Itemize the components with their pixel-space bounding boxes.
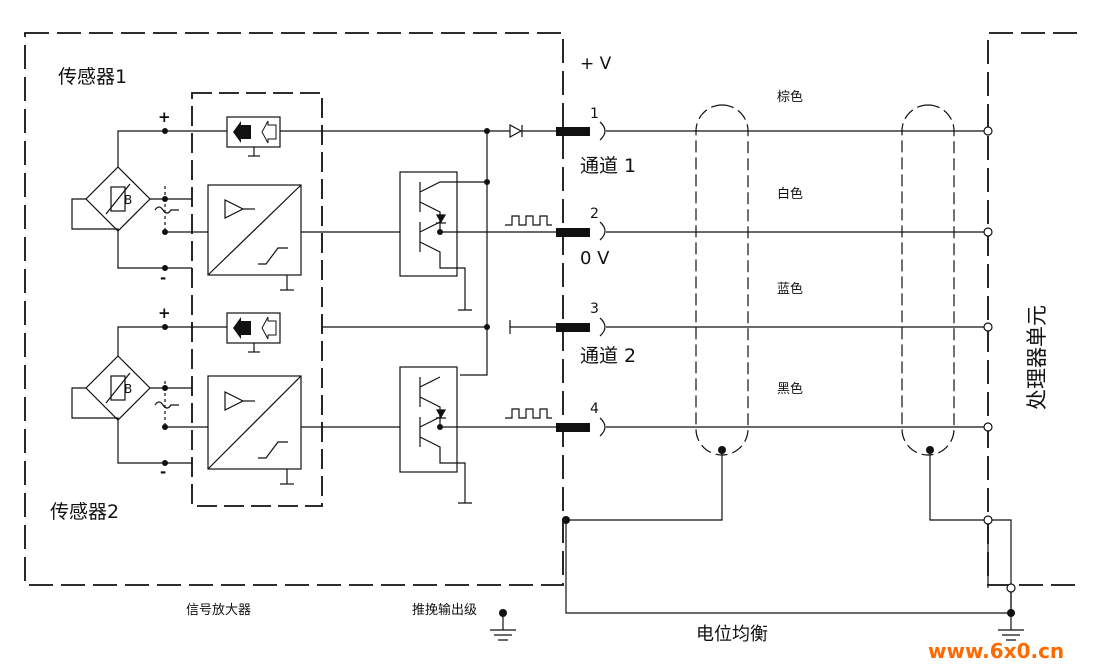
pin-3-label: 3 bbox=[590, 301, 599, 317]
sensor-1-label: 传感器1 bbox=[58, 66, 127, 88]
wire-brown-label: 棕色 bbox=[777, 89, 803, 105]
sensor-2-label: 传感器2 bbox=[50, 501, 119, 523]
sensor-boundary bbox=[24, 32, 564, 586]
channel-2-label: 通道 2 bbox=[580, 345, 636, 367]
wire-white-label: 白色 bbox=[777, 186, 803, 202]
minus-1-label: - bbox=[160, 269, 166, 287]
bridge-1-b: B bbox=[124, 193, 132, 207]
pin-1-label: 1 bbox=[590, 106, 599, 122]
amplifier-boundary bbox=[191, 92, 323, 507]
plus-v-label: + V bbox=[580, 54, 612, 74]
cable-shield-2 bbox=[901, 104, 955, 456]
wire-black-label: 黑色 bbox=[777, 381, 803, 397]
zero-v-label: 0 V bbox=[580, 248, 610, 269]
pin-2-label: 2 bbox=[590, 206, 599, 222]
wire-blue-label: 蓝色 bbox=[777, 281, 803, 297]
bridge-2-b: B bbox=[124, 382, 132, 396]
equipotential-label: 电位均衡 bbox=[696, 624, 768, 645]
minus-2-label: - bbox=[160, 463, 166, 481]
plus-1-label: + bbox=[158, 108, 171, 126]
processing-unit-boundary bbox=[987, 32, 1077, 586]
plus-2-label: + bbox=[158, 304, 171, 322]
processing-unit-label: 处理器单元 bbox=[1025, 305, 1049, 410]
signal-amp-label: 信号放大器 bbox=[186, 603, 251, 618]
cable-shield-1 bbox=[695, 104, 749, 456]
watermark: www.6x0.cn bbox=[928, 639, 1064, 663]
pin-4-label: 4 bbox=[590, 401, 599, 417]
push-pull-label: 推挽输出级 bbox=[412, 602, 477, 618]
channel-1-label: 通道 1 bbox=[580, 155, 636, 177]
